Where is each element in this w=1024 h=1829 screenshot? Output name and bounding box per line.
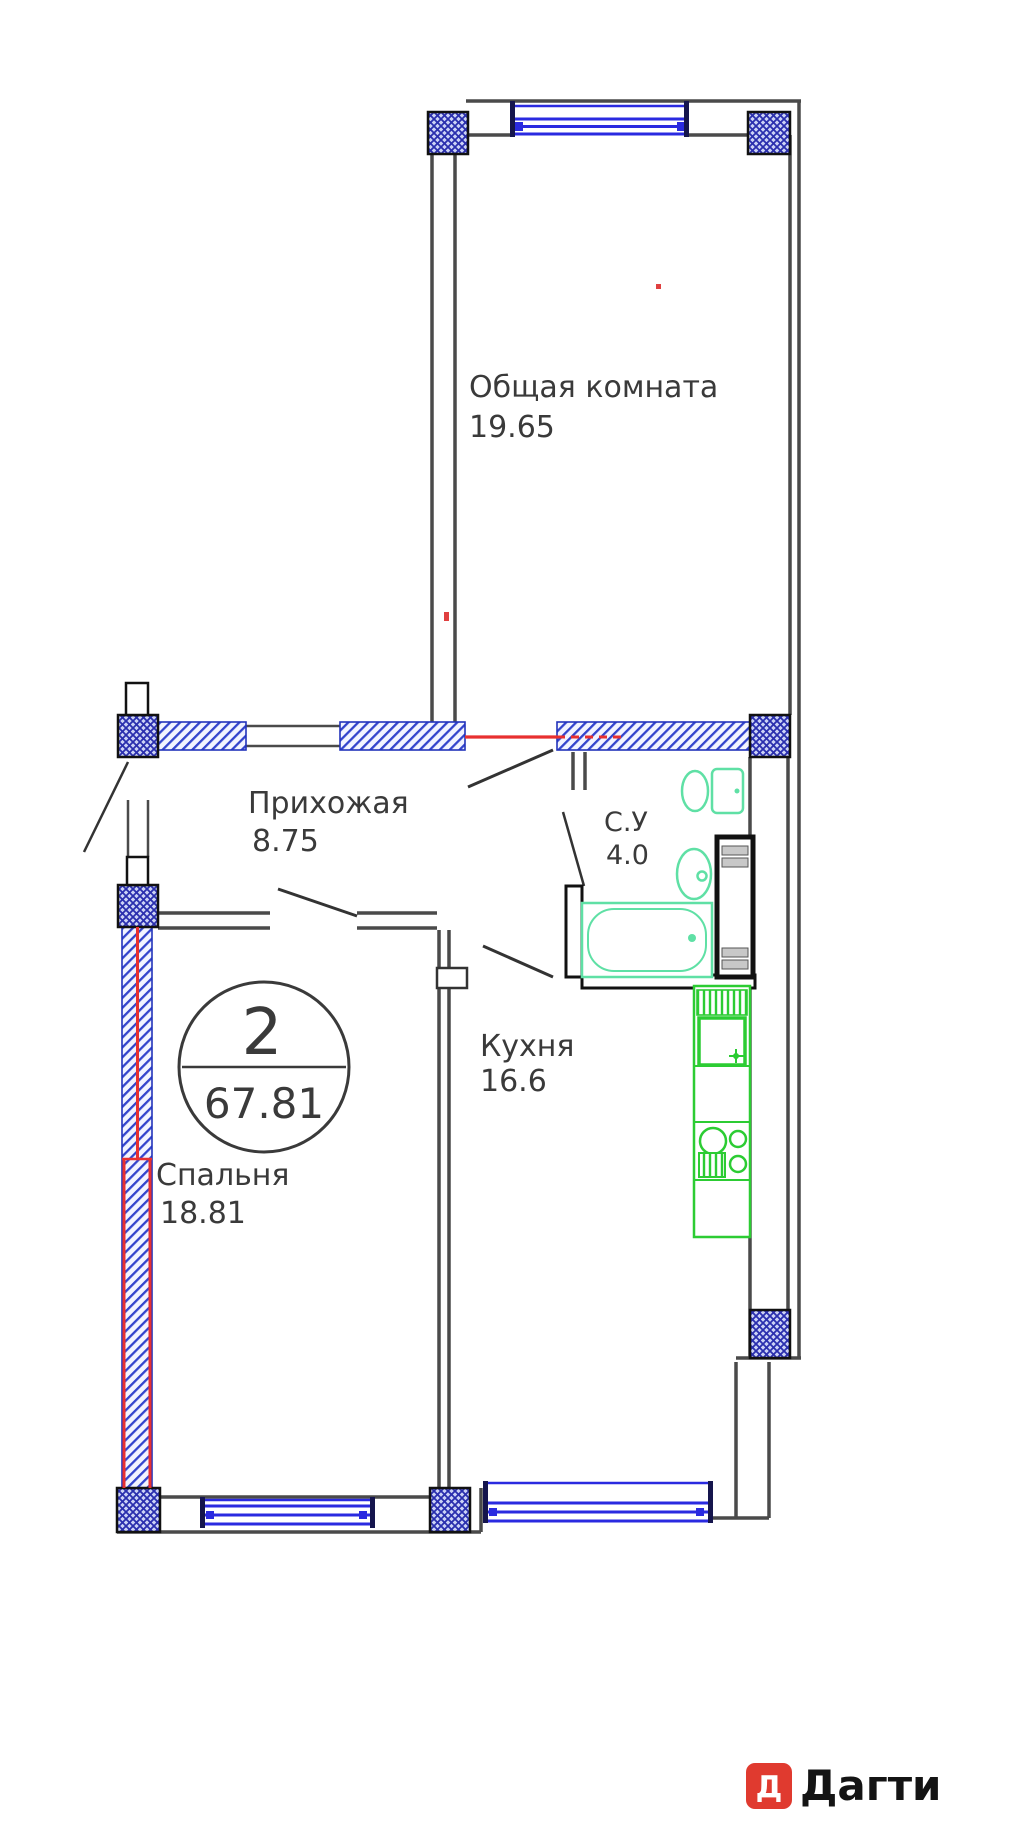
stove-burner: [728, 1154, 748, 1174]
room-area-bathroom: 4.0: [606, 840, 649, 871]
washbasin-fixture: [675, 847, 713, 901]
hatched-wall-segment: [339, 721, 466, 751]
room-area-hallway: 8.75: [252, 824, 319, 859]
bathroom-fixtures: [580, 767, 756, 980]
door-swing: [561, 811, 586, 887]
room-area-kitchen: 16.6: [480, 1064, 547, 1099]
logo-icon-letter: Д: [756, 1770, 783, 1805]
room-label-hallway: Прихожая: [248, 786, 409, 821]
room-area-bedroom: 18.81: [160, 1196, 246, 1231]
column: [116, 883, 160, 929]
window: [200, 1497, 375, 1528]
wall-lines: [117, 99, 801, 1534]
toilet-tank: [710, 767, 745, 815]
toilet-fixture: [680, 767, 745, 815]
bathtub-drain: [688, 934, 696, 942]
column: [428, 1486, 472, 1534]
washbasin-drain: [696, 870, 708, 882]
red-marks: [122, 284, 661, 1488]
window: [510, 101, 689, 137]
door-swing: [467, 748, 554, 789]
door-swing: [277, 887, 358, 918]
water-heater-fixture: [714, 834, 756, 980]
kitchen-counter: [692, 984, 752, 1239]
kitchen-fixtures: [692, 984, 752, 1239]
column: [115, 1486, 162, 1534]
logo-text: Дагти: [800, 1761, 941, 1810]
room-label-living: Общая комната: [469, 370, 718, 405]
logo-icon: [746, 1763, 792, 1809]
column: [746, 110, 792, 156]
wall-pilaster: [435, 966, 469, 990]
hatched-wall-segment: [157, 721, 247, 751]
room-labels: Общая комната 19.65 Прихожая 8.75 С.У 4.…: [156, 370, 718, 1231]
badge-room-count: 2: [242, 996, 283, 1070]
door-swing: [82, 761, 130, 853]
wall-stub: [124, 681, 150, 717]
room-label-kitchen: Кухня: [480, 1029, 574, 1064]
apartment-badge: 2 67.81: [177, 980, 351, 1154]
column: [426, 110, 470, 156]
room-label-bedroom: Спальня: [156, 1158, 289, 1193]
window: [483, 1481, 713, 1523]
door-swing: [482, 944, 554, 979]
toilet-bowl: [680, 769, 710, 813]
bathtub-fixture: [580, 901, 714, 979]
room-area-living: 19.65: [469, 410, 555, 445]
stove-burner: [728, 1129, 748, 1149]
kitchen-drainboard: [696, 989, 748, 1016]
stove-fixture: [698, 1126, 748, 1178]
red-mark: [444, 612, 449, 621]
brand-logo: Д Дагти: [746, 1761, 941, 1810]
bathtub-inner: [587, 908, 707, 972]
columns: [115, 110, 792, 1534]
toilet-tank-dot: [734, 788, 740, 794]
room-label-bathroom: С.У: [604, 807, 648, 838]
wall-stub: [125, 855, 150, 887]
stove-grill: [698, 1152, 726, 1178]
red-mark: [656, 284, 661, 289]
windows: [200, 101, 713, 1528]
badge-total-area: 67.81: [204, 1079, 324, 1128]
column: [748, 1308, 792, 1360]
washbasin-bowl: [675, 847, 713, 901]
column: [748, 713, 792, 759]
door-jamb: [564, 884, 584, 979]
column: [116, 713, 160, 759]
